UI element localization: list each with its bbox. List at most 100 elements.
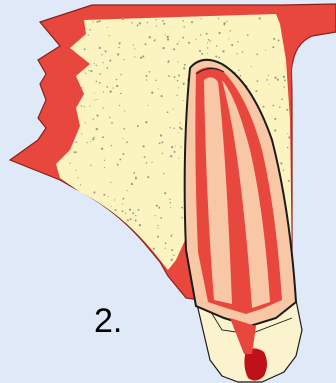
bone-speckle <box>156 205 158 207</box>
bone-speckle <box>266 79 268 81</box>
bone-speckle <box>99 47 101 49</box>
bone-speckle <box>147 22 148 23</box>
bone-speckle <box>175 145 176 146</box>
bone-speckle <box>154 40 156 42</box>
bone-speckle <box>90 70 92 72</box>
bone-speckle <box>146 162 147 163</box>
bone-speckle <box>182 37 184 39</box>
bone-speckle <box>209 40 211 42</box>
bone-speckle <box>149 71 151 73</box>
bone-speckle <box>132 212 134 214</box>
bone-speckle <box>140 57 142 59</box>
bone-speckle <box>169 198 170 199</box>
bone-speckle <box>218 57 220 59</box>
bone-speckle <box>207 53 208 54</box>
bone-speckle <box>182 20 183 21</box>
bone-speckle <box>168 75 170 77</box>
bone-speckle <box>178 62 179 63</box>
bone-speckle <box>259 17 261 19</box>
bone-speckle <box>288 180 290 182</box>
bone-speckle <box>148 105 149 106</box>
bone-speckle <box>222 50 224 52</box>
bone-speckle <box>88 34 89 35</box>
bone-speckle <box>122 198 124 200</box>
bone-speckle <box>109 60 111 62</box>
bone-speckle <box>165 242 167 244</box>
bone-speckle <box>76 170 77 171</box>
bone-speckle <box>89 70 90 71</box>
bone-speckle <box>178 75 180 77</box>
bone-speckle <box>94 63 95 64</box>
bone-speckle <box>280 162 282 164</box>
bone-speckle <box>76 152 77 153</box>
bone-speckle <box>201 53 203 55</box>
step-number-label: 2. <box>94 304 122 338</box>
bone-speckle <box>96 81 98 83</box>
bone-speckle <box>104 160 105 161</box>
bone-speckle <box>137 24 139 26</box>
bone-speckle <box>173 127 175 129</box>
bone-speckle <box>135 219 137 221</box>
bone-speckle <box>149 36 151 38</box>
bone-speckle <box>215 56 217 58</box>
bone-speckle <box>122 138 123 139</box>
bone-speckle <box>94 92 95 93</box>
bone-speckle <box>251 66 252 67</box>
bone-speckle <box>133 172 135 174</box>
bone-speckle <box>160 217 162 219</box>
bone-speckle <box>147 176 149 178</box>
bone-speckle <box>165 34 166 35</box>
bone-speckle <box>199 50 201 52</box>
bone-speckle <box>134 56 135 57</box>
bone-speckle <box>183 100 184 101</box>
bone-speckle <box>110 206 111 207</box>
bone-speckle <box>99 82 101 84</box>
bone-speckle <box>206 33 208 35</box>
bone-speckle <box>183 26 185 28</box>
bone-speckle <box>97 21 99 23</box>
bone-speckle <box>151 92 153 94</box>
bone-speckle <box>109 35 110 36</box>
bone-speckle <box>191 21 193 23</box>
bone-speckle <box>74 151 76 153</box>
bone-speckle <box>184 64 186 66</box>
bone-speckle <box>117 53 119 55</box>
bone-speckle <box>207 47 208 48</box>
bone-speckle <box>125 213 126 214</box>
bone-speckle <box>77 177 78 178</box>
bone-speckle <box>114 199 115 200</box>
bone-speckle <box>153 248 155 250</box>
bone-speckle <box>131 183 133 185</box>
bone-speckle <box>237 41 238 42</box>
bone-speckle <box>111 145 113 147</box>
bone-speckle <box>161 141 163 143</box>
bone-speckle <box>157 236 159 238</box>
bone-speckle <box>274 118 276 120</box>
bone-speckle <box>183 83 185 85</box>
bone-speckle <box>124 110 125 111</box>
bone-speckle <box>122 203 123 204</box>
socket-opening <box>292 36 336 300</box>
bone-speckle <box>84 106 85 107</box>
bone-speckle <box>163 23 165 25</box>
bone-speckle <box>90 141 91 142</box>
bone-speckle <box>178 158 179 159</box>
bone-speckle <box>273 38 275 40</box>
bone-speckle <box>171 249 173 251</box>
bone-speckle <box>278 39 280 41</box>
bone-speckle <box>96 65 97 66</box>
bone-speckle <box>85 122 86 123</box>
bone-speckle <box>96 115 98 117</box>
bone-speckle <box>70 163 71 164</box>
bone-speckle <box>97 99 98 100</box>
bone-speckle <box>127 219 129 221</box>
bone-speckle <box>238 69 239 70</box>
bone-speckle <box>119 105 120 106</box>
bone-speckle <box>135 177 137 179</box>
bone-speckle <box>84 48 86 50</box>
bone-speckle <box>272 105 274 107</box>
bone-speckle <box>158 207 160 209</box>
bone-speckle <box>174 76 176 78</box>
bone-speckle <box>200 34 201 35</box>
bone-speckle <box>146 75 148 77</box>
